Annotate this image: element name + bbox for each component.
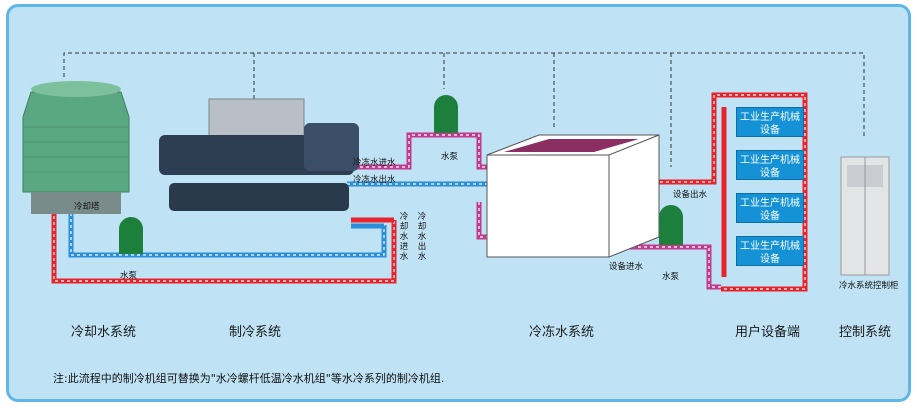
control-lines	[63, 52, 865, 167]
device-box-3: 工业生产机械设备	[736, 193, 804, 223]
device-box-4: 工业生产机械设备	[736, 236, 804, 266]
water-tank	[486, 134, 660, 258]
section-refrigeration: 制冷系统	[229, 325, 282, 340]
section-control: 控制系统	[839, 325, 892, 340]
section-cooling: 冷却水系统	[71, 325, 137, 340]
pump-icons	[119, 95, 683, 254]
label-cooling-out: 冷却水出水	[417, 212, 427, 262]
label-chilled-out: 冷冻水出水	[353, 175, 396, 185]
label-pump-top: 水泵	[441, 152, 459, 162]
section-chilled: 冷冻水系统	[529, 325, 595, 340]
label-chilled-in: 冷冻水进水	[353, 158, 396, 168]
chilled-loop	[347, 92, 808, 292]
label-pump-left: 水泵	[120, 271, 138, 281]
label-pump-right: 水泵	[662, 272, 680, 282]
flow-diagram	[22, 52, 890, 292]
device-box-1: 工业生产机械设备	[736, 107, 804, 137]
label-device-in: 设备进水	[609, 262, 644, 272]
cooling-loop	[51, 192, 397, 284]
cooling-tower	[22, 81, 130, 214]
label-cabinet: 冷水系统控制柜	[839, 281, 899, 291]
label-tower: 冷却塔	[74, 202, 100, 212]
label-cooling-in: 冷却水进水	[399, 212, 409, 262]
control-cabinet	[840, 156, 890, 276]
device-box-2: 工业生产机械设备	[736, 150, 804, 180]
chiller-unit	[159, 98, 359, 211]
label-device-out: 设备出水	[673, 190, 708, 200]
section-user: 用户设备端	[735, 325, 801, 340]
footnote: 注:此流程中的制冷机组可替换为"水冷螺杆低温冷水机组"等水冷系列的制冷机组.	[53, 372, 445, 385]
diagram-frame: 冷却塔 水泵 水泵 水泵 冷冻水进水 冷冻水出水 冷却水进水 冷却水出水 设备出…	[6, 4, 911, 402]
